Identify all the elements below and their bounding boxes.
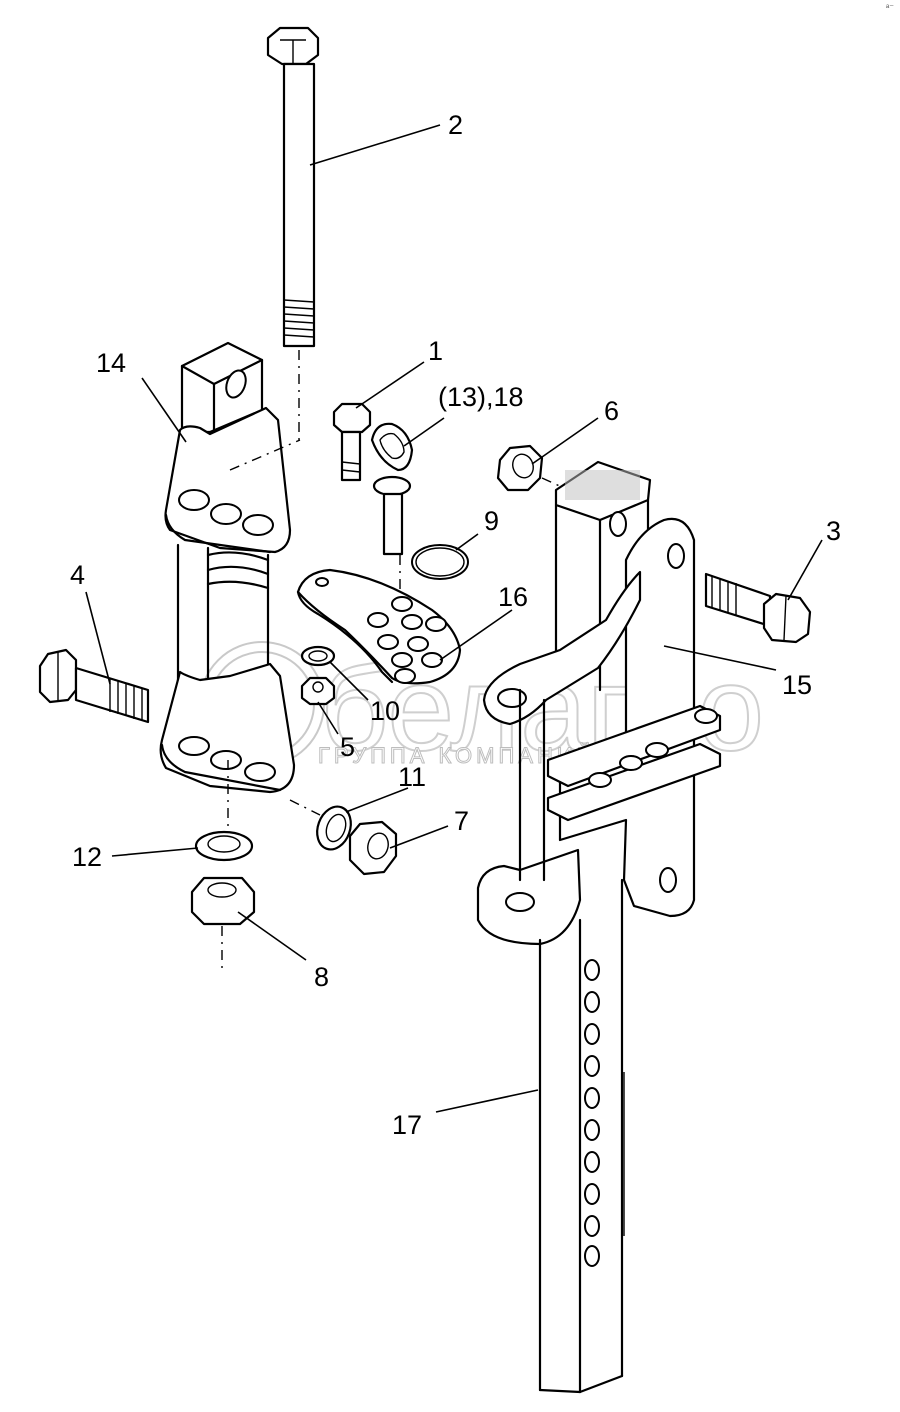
callout-12: 12 [72, 842, 102, 872]
leader-11 [345, 787, 409, 813]
callout-17: 17 [392, 1110, 422, 1140]
part-9-retaining-ring [411, 544, 469, 580]
callout-16: 16 [498, 582, 528, 612]
part-4-bolt [38, 648, 150, 724]
part-6-nut [496, 444, 565, 492]
leader-6 [531, 417, 599, 465]
callout-9: 9 [484, 506, 499, 536]
callout-13-18: (13),18 [438, 382, 524, 412]
part-3-bolt [704, 572, 812, 644]
callout-labels: 2 14 1 (13),18 6 9 3 4 16 15 10 5 11 7 1… [70, 110, 841, 1140]
part-15-frame [476, 460, 722, 946]
part-16-adjustment-plate [296, 568, 462, 685]
corner-mark: ᵃ⁻ [885, 2, 894, 12]
callout-1: 1 [428, 336, 443, 366]
part-13-18-pin [370, 422, 414, 612]
part-12-washer [194, 830, 254, 862]
callout-6: 6 [604, 396, 619, 426]
part-8-nut [190, 876, 256, 970]
part-2-long-bolt [266, 26, 320, 445]
callout-14: 14 [96, 348, 126, 378]
leader-3 [787, 539, 823, 601]
callout-4: 4 [70, 560, 85, 590]
callout-8: 8 [314, 962, 329, 992]
leader-16 [439, 609, 513, 661]
part-14-bracket [159, 341, 301, 850]
part-11-washer [316, 805, 352, 851]
callout-7: 7 [454, 806, 469, 836]
leader-2 [309, 124, 441, 166]
leader-7 [389, 825, 449, 849]
leader-lines [85, 124, 823, 1113]
leader-5 [317, 701, 339, 735]
part-5-nut [300, 676, 336, 706]
callout-3: 3 [826, 516, 841, 546]
part-7-nut [289, 799, 398, 876]
leader-13-18 [403, 417, 445, 447]
leader-17 [435, 1089, 539, 1113]
leader-12 [111, 847, 199, 857]
leader-9 [455, 533, 479, 551]
callout-5: 5 [340, 732, 355, 762]
leader-14 [141, 377, 187, 443]
callout-2: 2 [448, 110, 463, 140]
leader-10 [329, 661, 369, 701]
part-17-bar [518, 688, 625, 1394]
part-1-small-bolt [332, 402, 372, 482]
leader-4 [85, 591, 111, 685]
callout-10: 10 [370, 696, 400, 726]
leader-8 [237, 911, 307, 961]
leader-15 [663, 645, 777, 671]
leader-1 [355, 361, 425, 409]
part-10-washer [300, 645, 336, 667]
callout-11: 11 [398, 762, 426, 792]
callout-15: 15 [782, 670, 812, 700]
